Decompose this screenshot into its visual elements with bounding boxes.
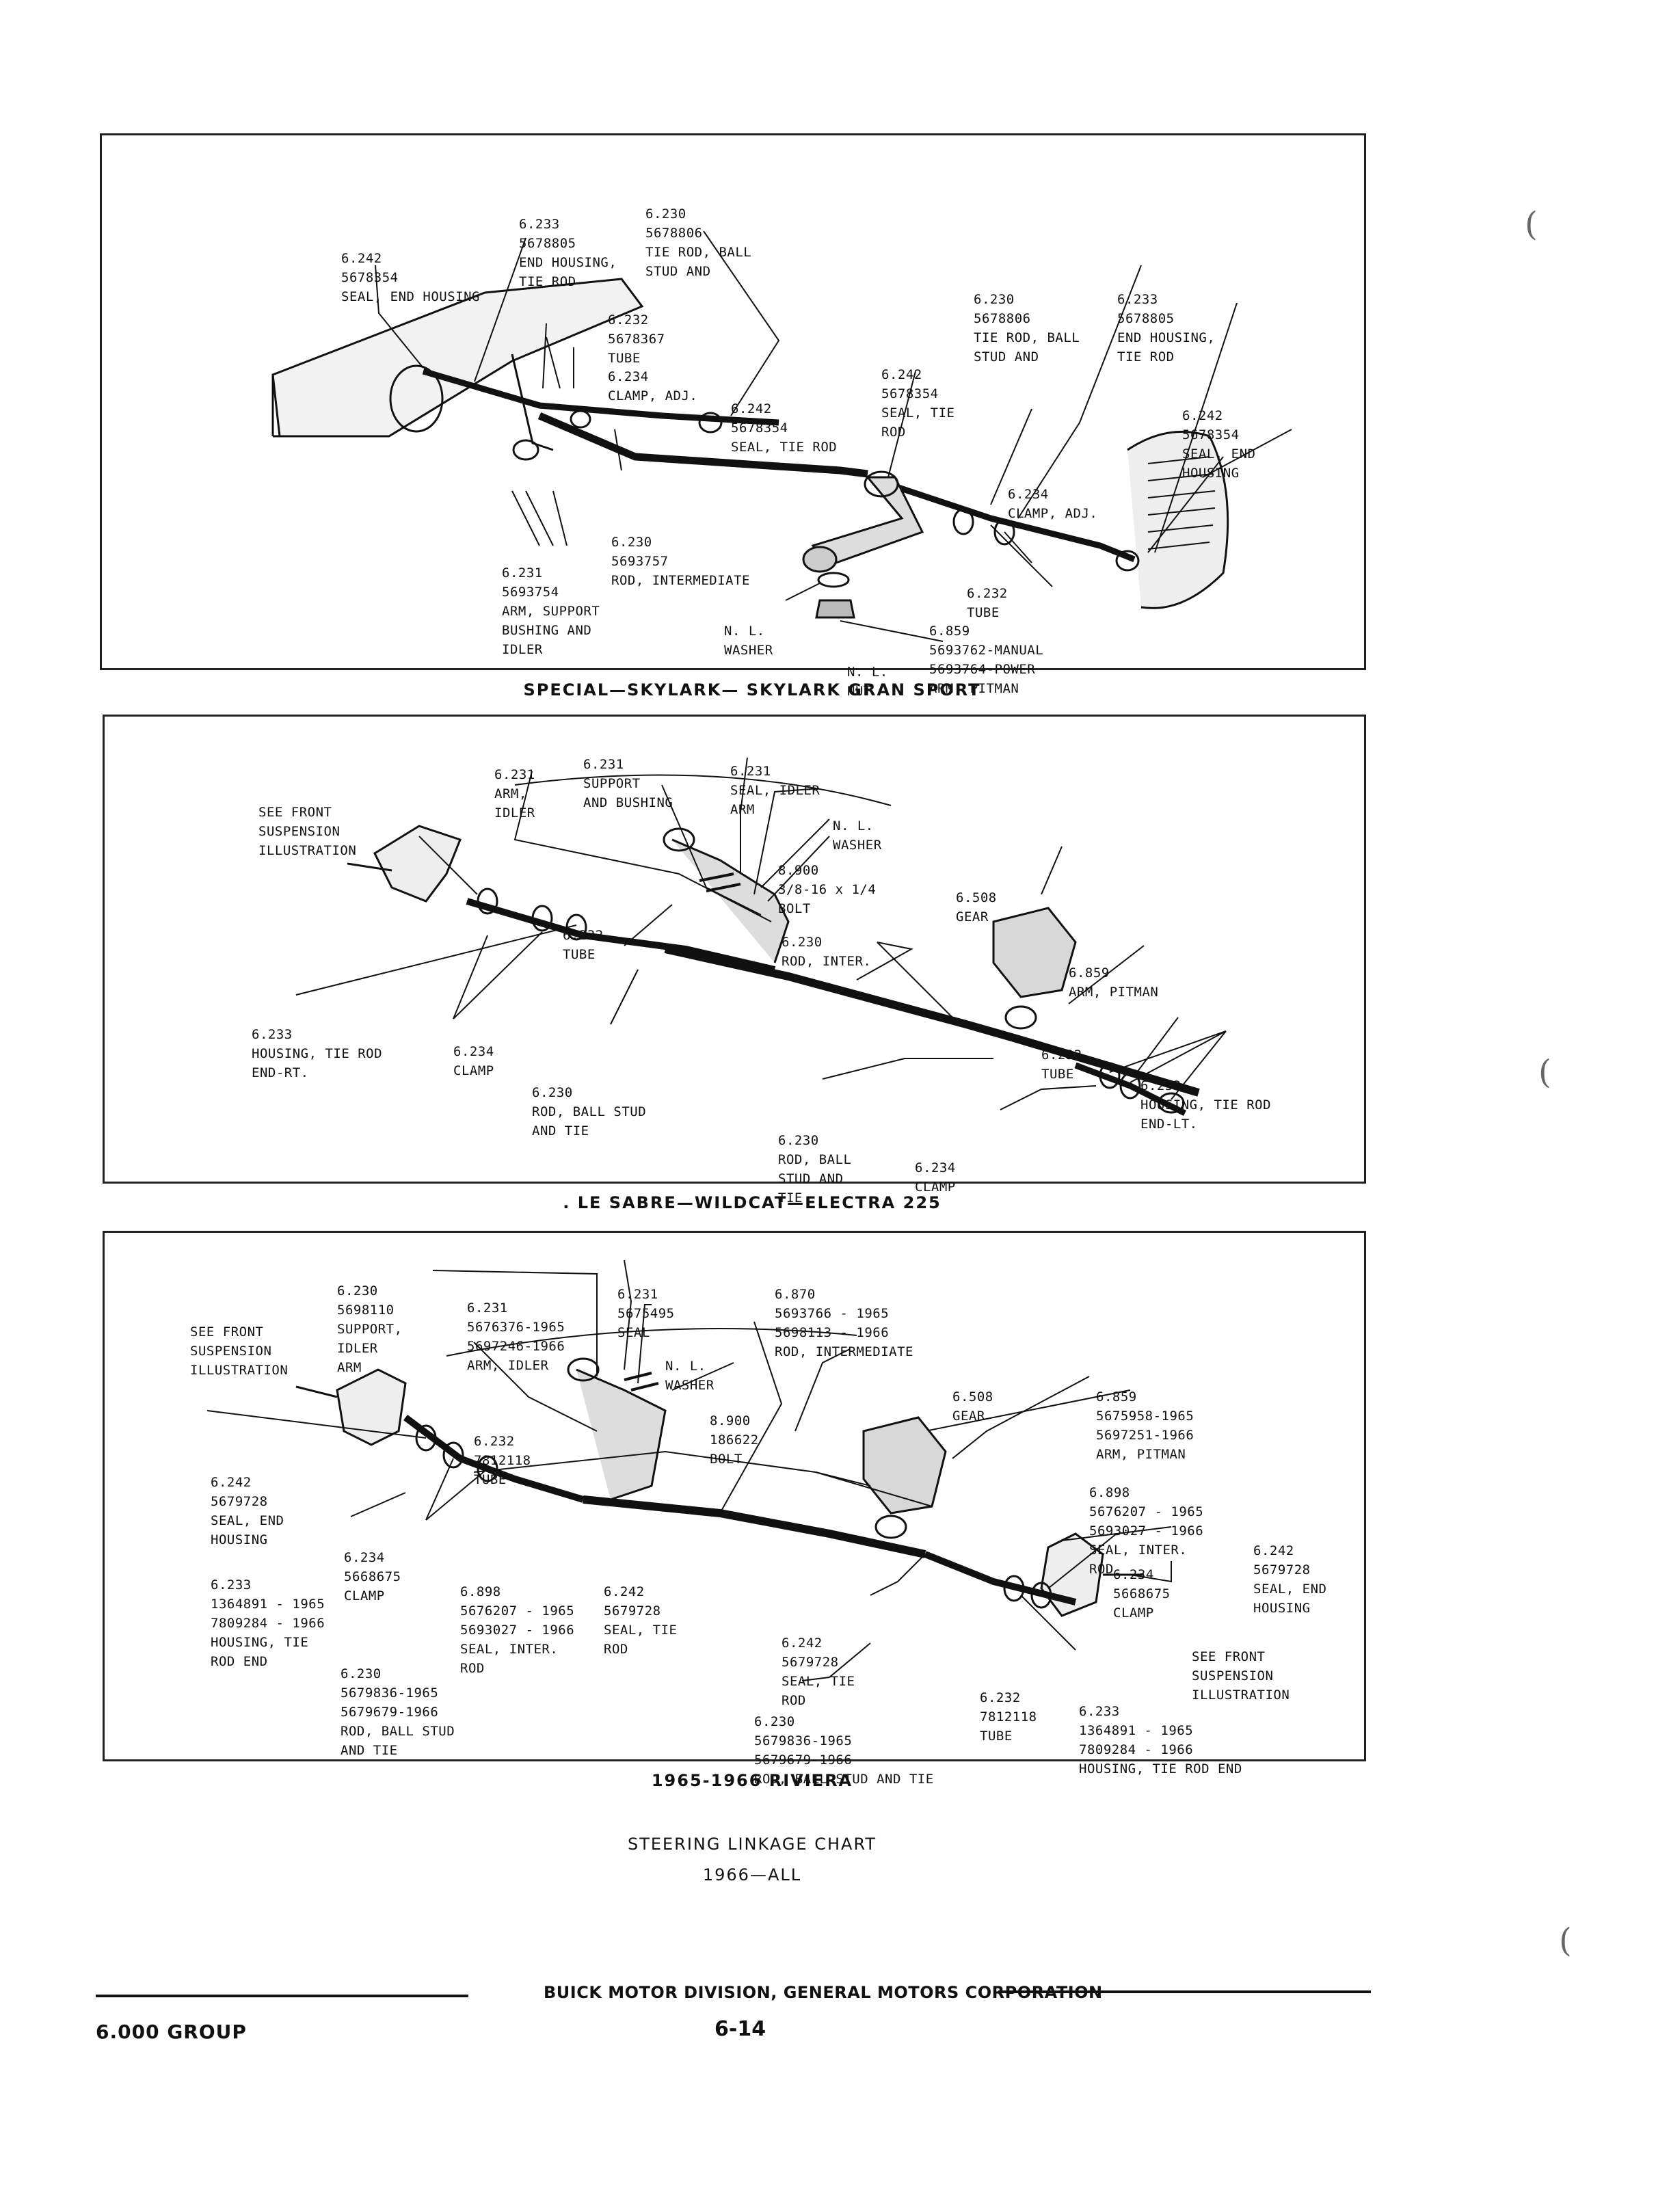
binder-hole-mark-bottom: ( [1559, 1921, 1572, 1960]
skylark-linkage-illustration [271, 230, 1292, 642]
panel-caption-lesabre: . LE SABRE—WILDCAT—ELECTRA 225 [563, 1193, 942, 1212]
footer-rule-right [998, 1990, 1371, 1993]
callout-washer-2: N. L.WASHER [833, 818, 882, 853]
riviera-linkage-illustration [206, 1260, 1172, 1681]
footer-rule-left [96, 1995, 468, 1997]
footer-division: BUICK MOTOR DIVISION, GENERAL MOTORS COR… [544, 1983, 1103, 2002]
panel-caption-skylark: SPECIAL—SKYLARK— SKYLARK GRAN SPORT [523, 680, 981, 699]
chart-subtitle: 1966—ALL [702, 1865, 802, 1884]
panel-caption-riviera: 1965-1966 RIVIERA [651, 1771, 853, 1790]
chart-title: STEERING LINKAGE CHART [627, 1835, 877, 1854]
lesabre-linkage-illustration [295, 757, 1227, 1117]
callout-nut: N. L.NUT [847, 665, 888, 699]
binder-hole-mark-top: ( [1525, 205, 1538, 243]
binder-hole-mark-middle: ( [1538, 1053, 1551, 1091]
footer-page-number: 6-14 [715, 2017, 766, 2041]
callout-washer-3: N. L.WASHER [665, 1359, 715, 1393]
callout-washer: N. L.WASHER [724, 624, 773, 658]
footer-group: 6.000 GROUP [96, 2021, 247, 2043]
